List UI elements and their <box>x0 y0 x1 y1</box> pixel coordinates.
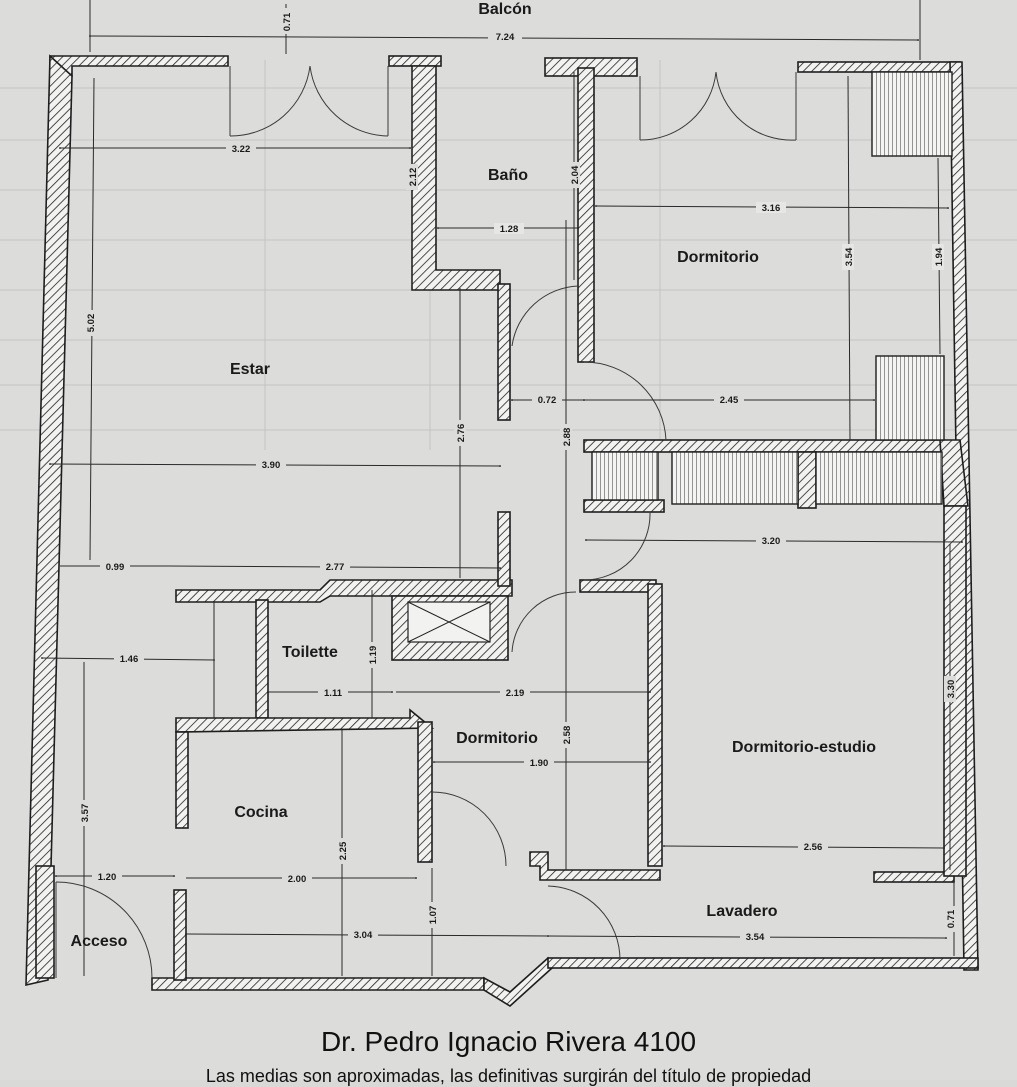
plan-caption-note: Las medias son aproximadas, las definiti… <box>205 1066 812 1086</box>
closet-corridor-right <box>815 451 943 505</box>
closet-mid-right <box>875 355 945 441</box>
dim-label: 2.77 <box>326 562 345 573</box>
dim-label: 0.71 <box>282 12 293 31</box>
dim-label: 1.07 <box>428 906 439 925</box>
duct-shaft <box>391 595 509 661</box>
dim-label: 2.56 <box>804 842 823 853</box>
room-label-acceso: Acceso <box>71 933 128 950</box>
doors <box>55 65 797 979</box>
dim-label: 3.57 <box>80 804 91 823</box>
walls <box>25 54 979 1007</box>
dim-label: 2.76 <box>456 424 467 443</box>
room-label-lavadero: Lavadero <box>706 903 777 920</box>
dim-label: 2.04 <box>570 165 581 184</box>
room-label-bano: Baño <box>488 167 528 184</box>
dim-label: 2.45 <box>720 395 739 406</box>
dim-label: 2.25 <box>338 841 349 860</box>
dim-label: 1.19 <box>368 646 379 665</box>
dim-label: 1.94 <box>934 247 945 266</box>
room-label-dormitorio-2: Dormitorio <box>456 730 538 747</box>
dim-label: 0.72 <box>538 395 557 406</box>
dim-label: 2.88 <box>562 428 573 447</box>
room-label-dormitorio: Dormitorio <box>677 249 759 266</box>
dim-label: 3.54 <box>746 932 765 943</box>
dim-label: 3.20 <box>762 536 781 547</box>
dim-label: 3.54 <box>844 247 855 266</box>
dim-label: 0.99 <box>106 562 125 573</box>
dim-label: 2.12 <box>408 168 419 187</box>
dim-label: 1.90 <box>530 758 549 769</box>
room-label-balcon: Balcón <box>478 1 531 18</box>
dim-label: 1.28 <box>500 224 519 235</box>
dim-label: 3.22 <box>232 144 251 155</box>
dim-label: 5.02 <box>86 314 97 333</box>
dimension-labels: 0.71 7.24 3.22 2.12 2.04 1.28 3.16 3.54 … <box>78 8 957 943</box>
closet-top-right <box>871 71 953 157</box>
dim-label: 2.19 <box>506 688 525 699</box>
dim-label: 7.24 <box>496 32 515 43</box>
room-label-dormitorio-estudio: Dormitorio-estudio <box>732 739 876 756</box>
room-label-toilette: Toilette <box>282 644 338 661</box>
dim-label: 1.11 <box>324 688 343 699</box>
dim-label: 1.20 <box>98 872 117 883</box>
room-label-cocina: Cocina <box>234 804 287 821</box>
room-label-estar: Estar <box>230 361 270 378</box>
dim-label: 1.46 <box>120 654 139 665</box>
closet-corridor-mid <box>671 451 799 505</box>
dim-label: 3.16 <box>762 203 781 214</box>
closet-corridor-left <box>591 451 659 501</box>
plan-caption-title: Dr. Pedro Ignacio Rivera 4100 <box>320 1026 697 1057</box>
dim-label: 3.90 <box>262 460 281 471</box>
dim-label: 3.30 <box>946 680 957 699</box>
dim-label: 2.58 <box>562 726 573 745</box>
dim-label: 2.00 <box>288 874 307 885</box>
dim-label: 0.71 <box>946 909 957 928</box>
dim-label: 3.04 <box>354 930 373 941</box>
